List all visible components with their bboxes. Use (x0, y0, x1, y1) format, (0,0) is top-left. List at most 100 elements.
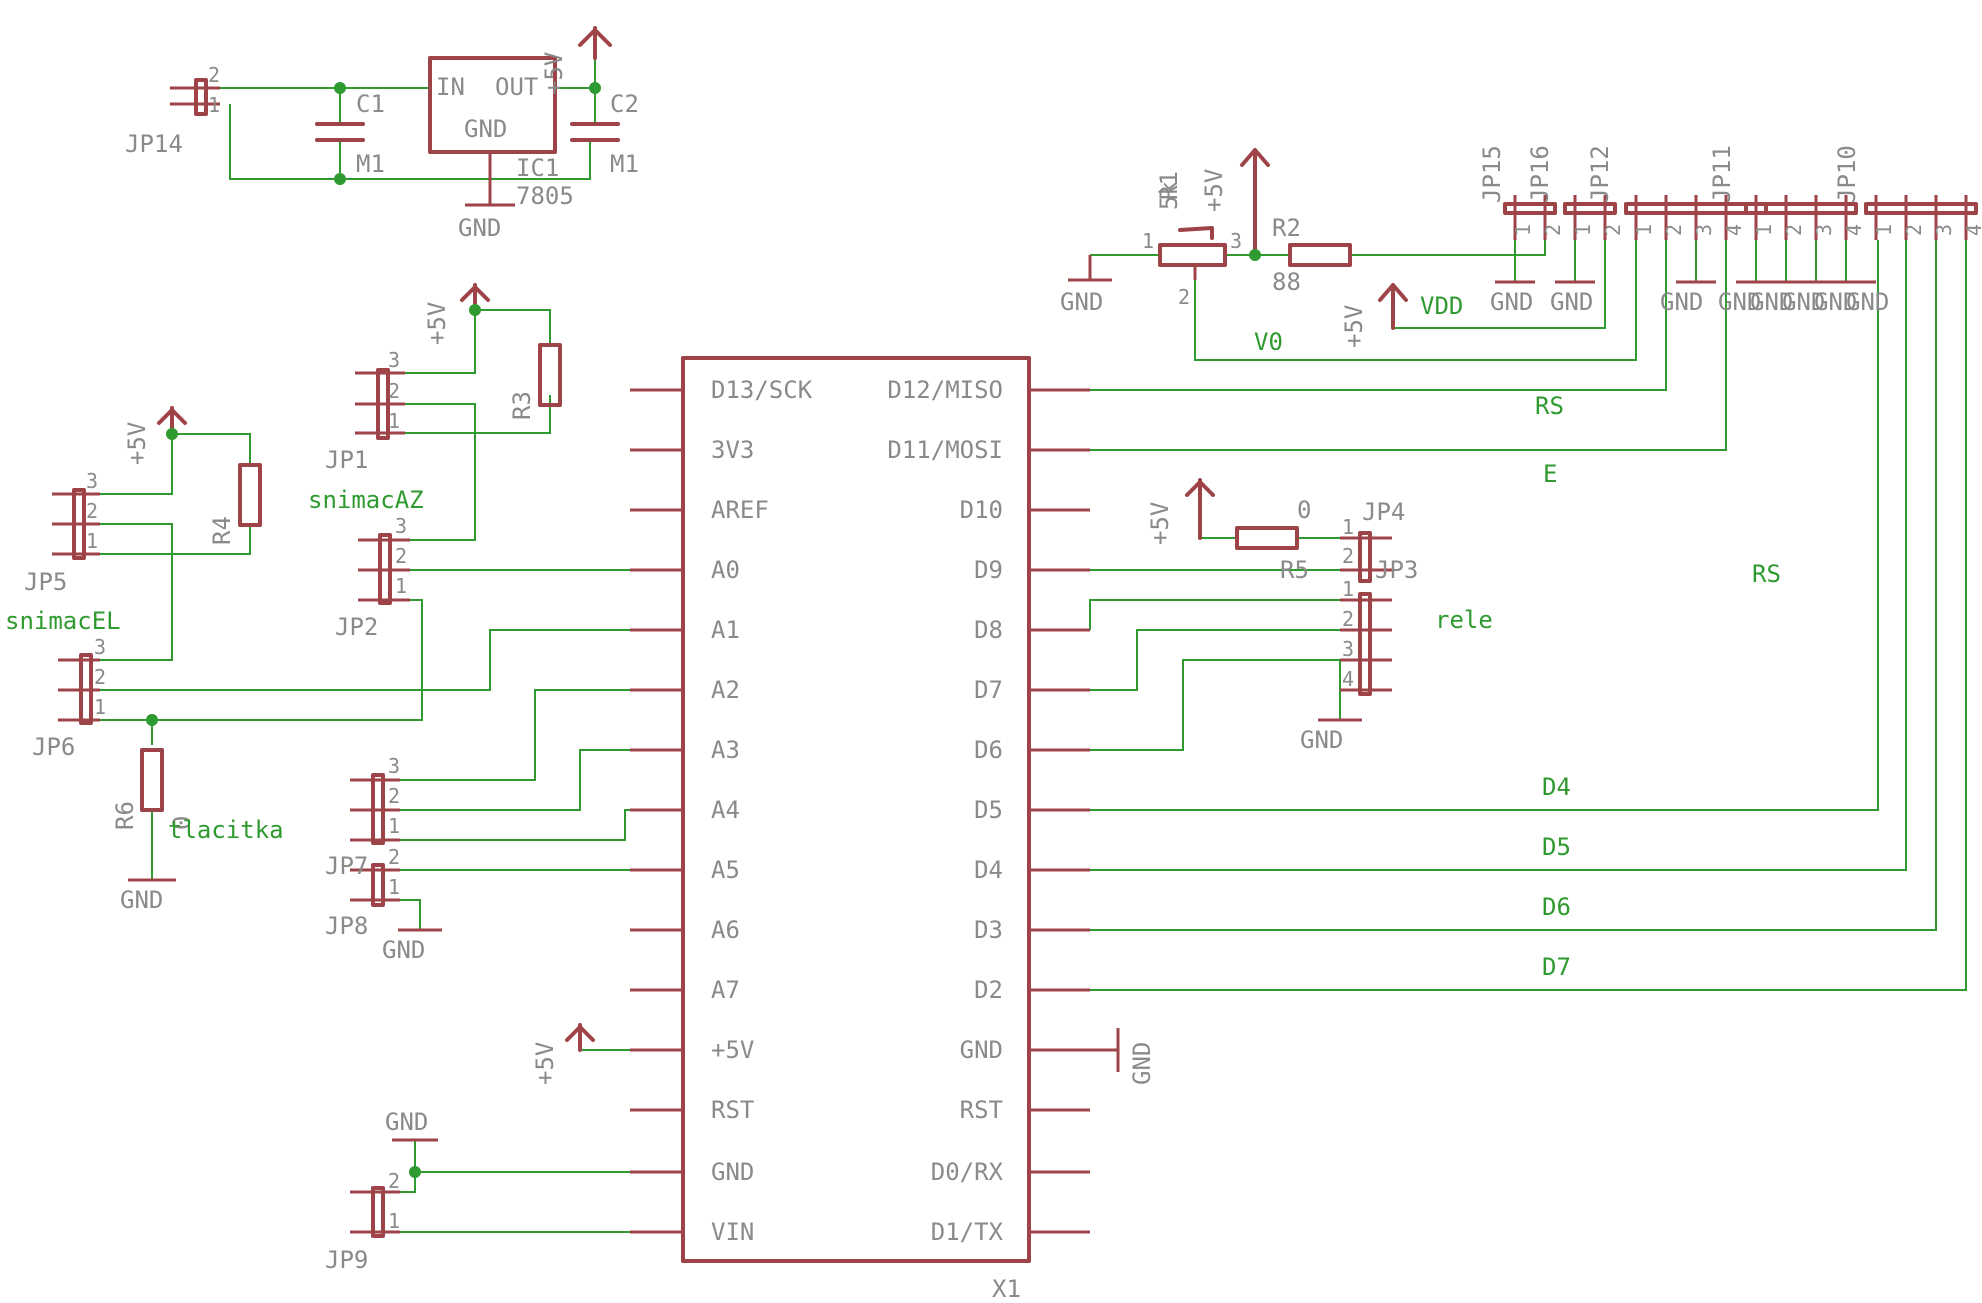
jp2-label: JP2 (335, 613, 378, 641)
lcd-gnd-label: GND (1718, 288, 1761, 316)
pin-number: 2 (388, 379, 400, 403)
pin-number: 2 (94, 665, 106, 689)
jumper-jp8 (350, 863, 400, 907)
arduino-left-pin-label: A4 (711, 796, 740, 824)
lcd-gnd-label: GND (1660, 288, 1703, 316)
pin-number: 1 (388, 409, 400, 433)
pin-number: 2 (208, 63, 220, 87)
pin-number: 1 (1511, 224, 1535, 236)
pin-number: 3 (94, 635, 106, 659)
net-label-snimac-az: snimacAZ (308, 486, 424, 514)
capacitor-c1 (315, 122, 365, 142)
arduino-right-pin-label: D7 (974, 676, 1003, 704)
pin-number: 3 (1932, 224, 1956, 236)
pin-number: 2 (1178, 285, 1190, 309)
potentiometer-r1 (1158, 243, 1227, 267)
pin-number: 1 (388, 875, 400, 899)
r5-plus5v-label: +5V (1146, 502, 1174, 545)
jumper-jp14 (170, 78, 220, 116)
pin-number: 3 (388, 348, 400, 372)
pin-number: 1 (1752, 224, 1776, 236)
pin-number: 1 (94, 695, 106, 719)
jp5-plus5v-label: +5V (123, 422, 151, 465)
net-label-tlacitka: tlacitka (168, 816, 284, 844)
arduino-plus5v-label: +5V (531, 1042, 559, 1085)
r4-label: R4 (208, 516, 236, 545)
jp10-label: JP10 (1833, 145, 1861, 203)
jp14-label: JP14 (125, 130, 183, 158)
net-label-rs-2: RS (1752, 560, 1781, 588)
jumper-jp7 (350, 773, 400, 845)
arduino-right-pin-label: D10 (960, 496, 1003, 524)
lcd-gnd-label: GND (1490, 288, 1533, 316)
header-jp12 (1563, 195, 1617, 240)
arduino-right-pin-label: RST (960, 1096, 1003, 1124)
lcd-gnd-label: GND (1846, 288, 1889, 316)
wires (100, 40, 1967, 1233)
arduino-right-pin-label: D8 (974, 616, 1003, 644)
arduino-name: X1 (992, 1275, 1021, 1303)
pin-number: 1 (1632, 224, 1656, 236)
pin-number: 2 (1342, 544, 1354, 568)
regulator-body (428, 56, 557, 154)
capacitor-c2-name: C2 (610, 90, 639, 118)
r1-gnd-label: GND (1060, 288, 1103, 316)
r5-label: R5 (1280, 556, 1309, 584)
arduino-left-pin-label: A0 (711, 556, 740, 584)
arduino-left-pin-label: A5 (711, 856, 740, 884)
components (52, 56, 1978, 1263)
regulator-name: IC1 (516, 154, 559, 182)
header-jp11 (1624, 195, 1768, 240)
pin-number: 3 (388, 754, 400, 778)
resistor-r3 (538, 343, 562, 407)
plus5v-arrow-r5 (1185, 478, 1215, 540)
header-jp15 (1503, 195, 1557, 240)
arduino-right-pin-label: D5 (974, 796, 1003, 824)
net-label-vdd: VDD (1420, 292, 1463, 320)
header-jp10a (1744, 195, 1858, 240)
pin-number: 1 (1342, 577, 1354, 601)
r6-value: 0 (168, 816, 196, 830)
pin-number: 1 (1571, 224, 1595, 236)
pin-number: 4 (1842, 224, 1866, 236)
r3-label: R3 (508, 391, 536, 420)
pin-number: 3 (1342, 637, 1354, 661)
arduino-right-pin-label: D12/MISO (887, 376, 1003, 404)
jp3-label: JP3 (1375, 556, 1418, 584)
pin-number: 2 (388, 845, 400, 869)
arduino-left-pin-label: A6 (711, 916, 740, 944)
header-jp10 (1864, 195, 1978, 240)
resistor-r4 (238, 463, 262, 527)
arduino-left-pin-label: D13/SCK (711, 376, 813, 404)
supply-arrows (157, 26, 1408, 1052)
net-label-d6: D6 (1542, 893, 1571, 921)
net-label-d4: D4 (1542, 773, 1571, 801)
r6-gnd-label: GND (120, 886, 163, 914)
net-label-rele: rele (1435, 606, 1493, 634)
plus5v-arrow-arduino (565, 1023, 595, 1052)
r1-value: 5k (1155, 181, 1183, 210)
arduino-left-pin-label: VIN (711, 1218, 754, 1246)
arduino-right-pin-label: D1/TX (931, 1218, 1004, 1246)
pin-number: 3 (1812, 224, 1836, 236)
pin-number: 4 (1722, 224, 1746, 236)
arduino-left-pin-label: AREF (711, 496, 769, 524)
junctions (146, 82, 1261, 1178)
pin-number: 1 (1342, 515, 1354, 539)
arduino-gnd-right-label: GND (1128, 1042, 1156, 1085)
arduino-right-pin-label: D0/RX (931, 1158, 1004, 1186)
regulator-pin-in: IN (436, 73, 465, 101)
pin-number: 4 (1342, 667, 1354, 691)
pin-number: 3 (86, 469, 98, 493)
regulator-pin-gnd: GND (464, 115, 507, 143)
pin-number: 1 (208, 93, 220, 117)
jp7-label: JP7 (325, 852, 368, 880)
pin-number: 2 (1662, 224, 1686, 236)
arduino-right-pin-label: D2 (974, 976, 1003, 1004)
jp9-label: JP9 (325, 1246, 368, 1274)
arduino-right-pin-label: GND (960, 1036, 1003, 1064)
jp9-gnd-label: GND (385, 1108, 428, 1136)
regulator-plus5v-label: +5V (540, 52, 568, 95)
arduino-left-pin-label: RST (711, 1096, 754, 1124)
jumper-jp2 (358, 533, 410, 605)
